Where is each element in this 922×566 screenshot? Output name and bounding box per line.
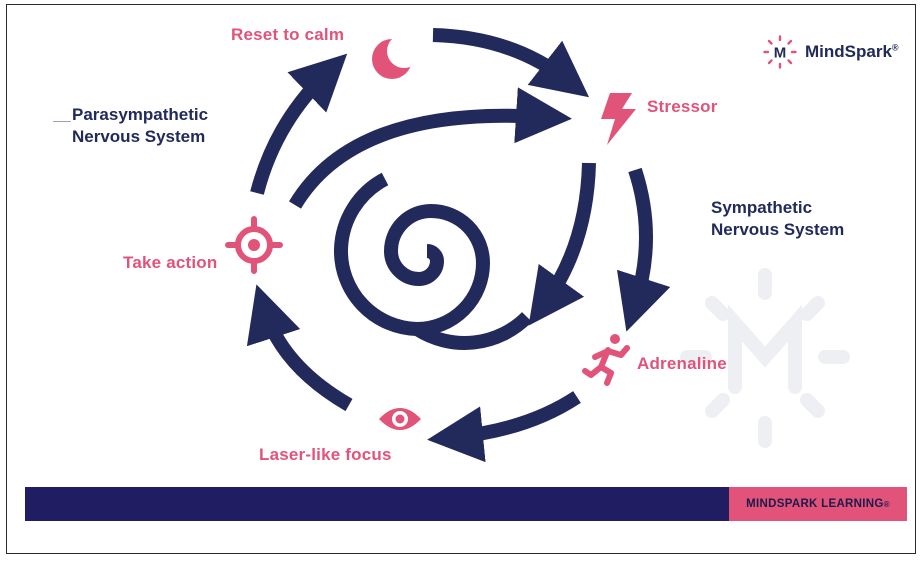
svg-text:M: M — [774, 45, 787, 62]
arrow-reset-to-stressor — [432, 28, 590, 98]
parasympathetic-line1: Parasympathetic — [72, 105, 209, 124]
watermark-logo — [680, 268, 850, 448]
spiral-graphic — [333, 172, 491, 337]
runner-icon — [582, 334, 630, 386]
label-take-action: Take action — [123, 253, 218, 272]
label-stressor: Stressor — [647, 97, 718, 116]
cycle-diagram — [225, 28, 850, 463]
label-laser-like-focus: Laser-like focus — [259, 445, 392, 464]
target-icon — [225, 216, 283, 274]
arrow-adrenaline-to-focus — [427, 391, 581, 463]
brand-name: MindSpark® — [805, 42, 899, 61]
divider-line — [53, 121, 71, 122]
sympathetic-line1: Sympathetic — [711, 198, 813, 217]
spiral-tail — [413, 311, 532, 350]
sympathetic-label: Sympathetic Nervous System — [711, 197, 844, 241]
parasympathetic-line2: Nervous System — [72, 127, 206, 146]
sympathetic-line2: Nervous System — [711, 220, 845, 239]
arrow-inner-to-stressor — [289, 87, 572, 209]
lightning-icon — [601, 93, 636, 145]
moon-icon — [372, 34, 421, 79]
slide-frame: Reset to calm Stressor Adrenaline Laser-… — [6, 4, 916, 554]
arrow-stressor-to-adrenaline — [616, 167, 671, 332]
arrow-focus-to-action — [246, 284, 353, 412]
arrow-inner-stressor-down — [528, 162, 596, 326]
brand-logo: M MindSpark® — [763, 35, 899, 69]
mindspark-logo-icon: M — [763, 35, 797, 69]
parasympathetic-label: Parasympathetic Nervous System — [72, 104, 208, 148]
label-reset-to-calm: Reset to calm — [231, 25, 345, 44]
footer-brand-tag: MINDSPARK LEARNING® — [729, 487, 907, 521]
eye-icon — [379, 408, 421, 430]
arrow-action-to-reset — [250, 53, 348, 195]
label-adrenaline: Adrenaline — [637, 354, 727, 373]
